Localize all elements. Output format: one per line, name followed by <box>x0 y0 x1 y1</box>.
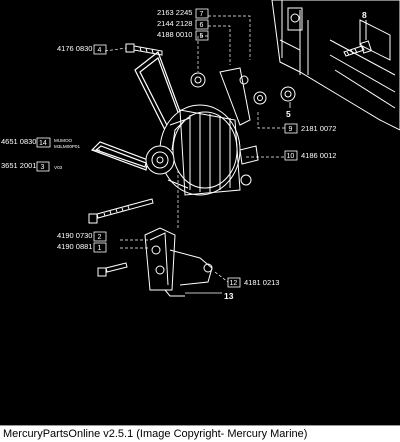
bracket-bolt <box>97 262 128 277</box>
svg-text:4176 0830: 4176 0830 <box>57 44 92 53</box>
svg-text:3651 2001: 3651 2001 <box>1 161 36 170</box>
leader-lines <box>92 15 285 283</box>
exploded-parts-diagram: 2163 2245 7 2144 2128 6 4188 0010 5 4176… <box>1 0 400 301</box>
long-bolt <box>88 198 154 224</box>
svg-text:M3LM00P01: M3LM00P01 <box>54 144 80 149</box>
part-label-2: 4190 0730 2 <box>57 231 107 242</box>
svg-text:10: 10 <box>287 153 295 160</box>
part-label-12: 12 4181 0213 <box>227 277 279 288</box>
callout-5: 5 <box>286 109 291 119</box>
svg-text:4651 0830: 4651 0830 <box>1 137 36 146</box>
svg-text:4186 0012: 4186 0012 <box>301 151 336 160</box>
svg-text:2181 0072: 2181 0072 <box>301 124 336 133</box>
svg-text:MUMOO: MUMOO <box>54 138 73 143</box>
svg-text:6: 6 <box>200 22 204 29</box>
svg-text:2: 2 <box>98 234 102 241</box>
svg-text:3: 3 <box>41 164 45 171</box>
svg-text:9: 9 <box>289 126 293 133</box>
svg-text:4190 0730: 4190 0730 <box>57 231 92 240</box>
bolt-8 <box>343 20 372 57</box>
part-label-5: 4188 0010 5 <box>157 30 209 41</box>
part-label-3: 3651 2001 3 V03 <box>1 161 63 172</box>
svg-text:2163 2245: 2163 2245 <box>157 8 192 17</box>
status-footer: MercuryPartsOnline v2.5.1 (Image Copyrig… <box>0 425 400 442</box>
svg-text:2144 2128: 2144 2128 <box>157 19 192 28</box>
svg-text:4181 0213: 4181 0213 <box>244 278 279 287</box>
lower-bracket <box>144 227 213 297</box>
alternator <box>145 104 259 196</box>
svg-text:4188 0010: 4188 0010 <box>157 30 192 39</box>
diagram-canvas: 2163 2245 7 2144 2128 6 4188 0010 5 4176… <box>1 0 400 301</box>
callout-13: 13 <box>224 291 234 301</box>
svg-text:12: 12 <box>230 280 238 287</box>
svg-text:7: 7 <box>200 11 204 18</box>
svg-text:V03: V03 <box>54 165 63 170</box>
part-label-14: 4651 0830 14 MUMOO M3LM00P01 <box>1 137 80 149</box>
part-label-1: 4190 0881 1 <box>57 242 107 253</box>
callout-leaders <box>185 102 291 294</box>
top-bracket <box>190 67 296 126</box>
svg-text:4: 4 <box>98 47 102 54</box>
part-label-6: 2144 2128 6 <box>157 19 209 30</box>
part-label-10: 10 4186 0012 <box>284 150 336 161</box>
svg-text:1: 1 <box>98 245 102 252</box>
part-label-4: 4176 0830 4 <box>57 44 107 55</box>
callout-8: 8 <box>362 10 367 20</box>
engine-block <box>271 0 400 131</box>
part-label-7: 2163 2245 7 <box>157 8 209 19</box>
svg-text:5: 5 <box>200 33 204 40</box>
svg-text:14: 14 <box>39 140 47 147</box>
footer-copyright-text: MercuryPartsOnline v2.5.1 (Image Copyrig… <box>3 428 308 440</box>
part-label-9: 9 2181 0072 <box>284 123 336 134</box>
svg-text:4190 0881: 4190 0881 <box>57 242 92 251</box>
